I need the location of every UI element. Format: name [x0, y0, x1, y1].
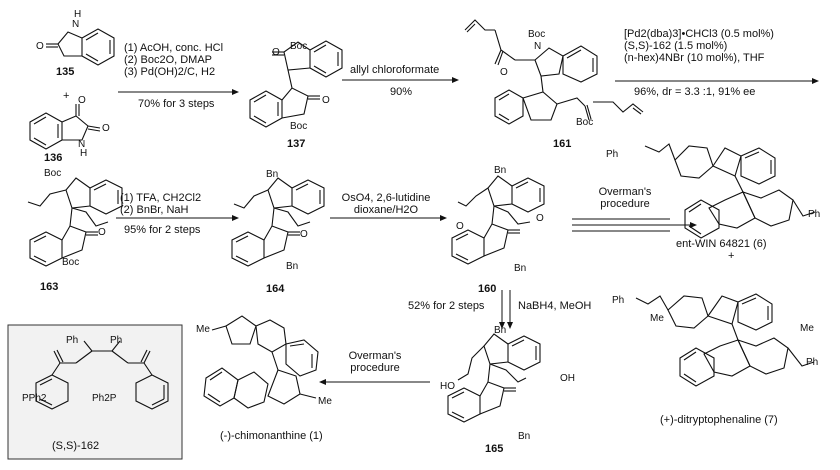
conditions-step8-line2: procedure: [350, 362, 400, 374]
atom-Ph-162a: Ph: [66, 335, 79, 346]
label-162: (S,S)-162: [52, 440, 100, 452]
conditions-step8-line1: Overman's: [348, 350, 402, 362]
label-137: 137: [287, 138, 306, 150]
structure-7: [635, 293, 815, 387]
atom-Boc-137a: Boc: [290, 41, 308, 52]
atom-Ph-7b: Ph: [806, 357, 819, 368]
plus-sign-1: +: [63, 90, 70, 102]
atom-N-136: N: [78, 139, 86, 150]
yield-step1: 70% for 3 steps: [138, 98, 215, 110]
conditions-step6-line1: Overman's: [598, 186, 652, 198]
atom-Bn-164b: Bn: [286, 261, 299, 272]
structure-136: [29, 104, 101, 150]
atom-O-161a: O: [500, 67, 508, 78]
atom-Me-1a: Me: [196, 324, 210, 335]
label-165: 165: [485, 443, 504, 455]
atom-Ph-162b: Ph: [110, 335, 123, 346]
conditions-step4-line2: (2) BnBr, NaH: [120, 204, 189, 216]
atom-Bn-165b: Bn: [518, 431, 531, 442]
atom-O-164: O: [300, 229, 308, 240]
conditions-step6: Overman's procedure: [580, 186, 670, 210]
label-164: 164: [266, 283, 285, 295]
atom-H-136: H: [80, 148, 88, 159]
reaction-arrows: [116, 77, 819, 385]
conditions-step1-line1: (1) AcOH, conc. HCl: [124, 42, 224, 54]
conditions-step4: (1) TFA, CH2Cl2 (2) BnBr, NaH: [120, 192, 201, 216]
atom-Bn-164a: Bn: [266, 169, 279, 180]
conditions-step5: OsO4, 2,6-lutidine dioxane/H2O: [334, 192, 438, 216]
structure-1: [203, 315, 319, 409]
conditions-step3-line1: [Pd2(dba)3]•CHCl3 (0.5 mol%): [624, 28, 774, 40]
conditions-step3-line2: (S,S)-162 (1.5 mol%): [624, 40, 728, 52]
structure-160: [451, 175, 545, 265]
atom-O-137b: O: [322, 95, 330, 106]
conditions-step6-line2: procedure: [600, 198, 650, 210]
atom-Me-7b: Me: [800, 323, 814, 334]
atom-Boc-137b: Boc: [290, 121, 308, 132]
atom-Ph-6b: Ph: [808, 209, 821, 220]
atom-Ph-7a: Ph: [612, 295, 625, 306]
conditions-step8: Overman's procedure: [330, 350, 420, 374]
label-7: (+)-ditryptophenaline (7): [660, 414, 778, 426]
atom-O-137a: O: [272, 47, 280, 58]
atom-PPh2-162: PPh2: [22, 393, 47, 404]
conditions-step5-line2: dioxane/H2O: [353, 204, 419, 216]
reagent-step7: NaBH4, MeOH: [518, 300, 592, 312]
atom-O-160a: O: [456, 221, 464, 232]
yield-step2: 90%: [390, 86, 413, 98]
label-136: 136: [44, 152, 63, 164]
atom-Bn-160b: Bn: [514, 263, 527, 274]
atom-O-135: O: [36, 41, 44, 52]
atom-Boc-161a: Boc: [528, 29, 546, 40]
label-1: (-)-chimonanthine (1): [220, 430, 323, 442]
atom-HO-165: HO: [440, 381, 455, 392]
reagent-step2: allyl chloroformate: [350, 64, 440, 76]
label-163: 163: [40, 281, 59, 293]
structure-164: [231, 177, 325, 267]
atom-O-163: O: [98, 227, 106, 238]
conditions-step1-line2: (2) Boc2O, DMAP: [124, 54, 213, 66]
atom-O-160b: O: [536, 213, 544, 224]
atom-Me-7a: Me: [650, 313, 664, 324]
atom-N-135: N: [72, 19, 80, 30]
ligand-box: [7, 324, 183, 460]
structure-161: [464, 19, 644, 125]
conditions-step1: (1) AcOH, conc. HCl (2) Boc2O, DMAP (3) …: [124, 42, 223, 78]
yield-step3: 96%, dr = 3.3 :1, 91% ee: [634, 86, 756, 98]
yield-step7: 52% for 2 steps: [408, 300, 485, 312]
atom-Ph2P-162: Ph2P: [92, 393, 117, 404]
atom-Bn-160a: Bn: [494, 165, 507, 176]
label-160: 160: [478, 283, 497, 295]
structure-135: [46, 28, 115, 66]
atom-H-135: H: [74, 9, 82, 20]
structure-6: [644, 143, 816, 239]
atom-Boc-163b: Boc: [62, 257, 80, 268]
atom-N-161a: N: [534, 41, 542, 52]
atom-O-136b: O: [102, 123, 110, 134]
conditions-step1-line3: (3) Pd(OH)2/C, H2: [124, 66, 216, 78]
label-161: 161: [553, 138, 572, 150]
atom-OH-165: OH: [560, 373, 575, 384]
atom-Boc-163a: Boc: [44, 168, 62, 179]
atom-O-136a: O: [78, 95, 86, 106]
atom-Ph-6a: Ph: [606, 149, 619, 160]
conditions-step5-line1: OsO4, 2,6-lutidine: [341, 192, 431, 204]
atom-Boc-161b: Boc: [576, 117, 594, 128]
structure-165: [447, 333, 541, 423]
atom-Me-1b: Me: [318, 396, 332, 407]
structure-163: [27, 177, 123, 267]
plus-sign-2: +: [728, 250, 735, 262]
atom-Bn-165a: Bn: [494, 325, 507, 336]
conditions-step3-line3: (n-hex)4NBr (10 mol%), THF: [624, 52, 765, 64]
label-6: ent-WIN 64821 (6): [676, 238, 767, 250]
label-135: 135: [56, 66, 75, 78]
structure-162: [35, 340, 169, 410]
conditions-step3: [Pd2(dba)3]•CHCl3 (0.5 mol%) (S,S)-162 (…: [624, 28, 774, 64]
conditions-step4-line1: (1) TFA, CH2Cl2: [120, 192, 202, 204]
structure-137: [249, 40, 343, 128]
yield-step4: 95% for 2 steps: [124, 224, 201, 236]
